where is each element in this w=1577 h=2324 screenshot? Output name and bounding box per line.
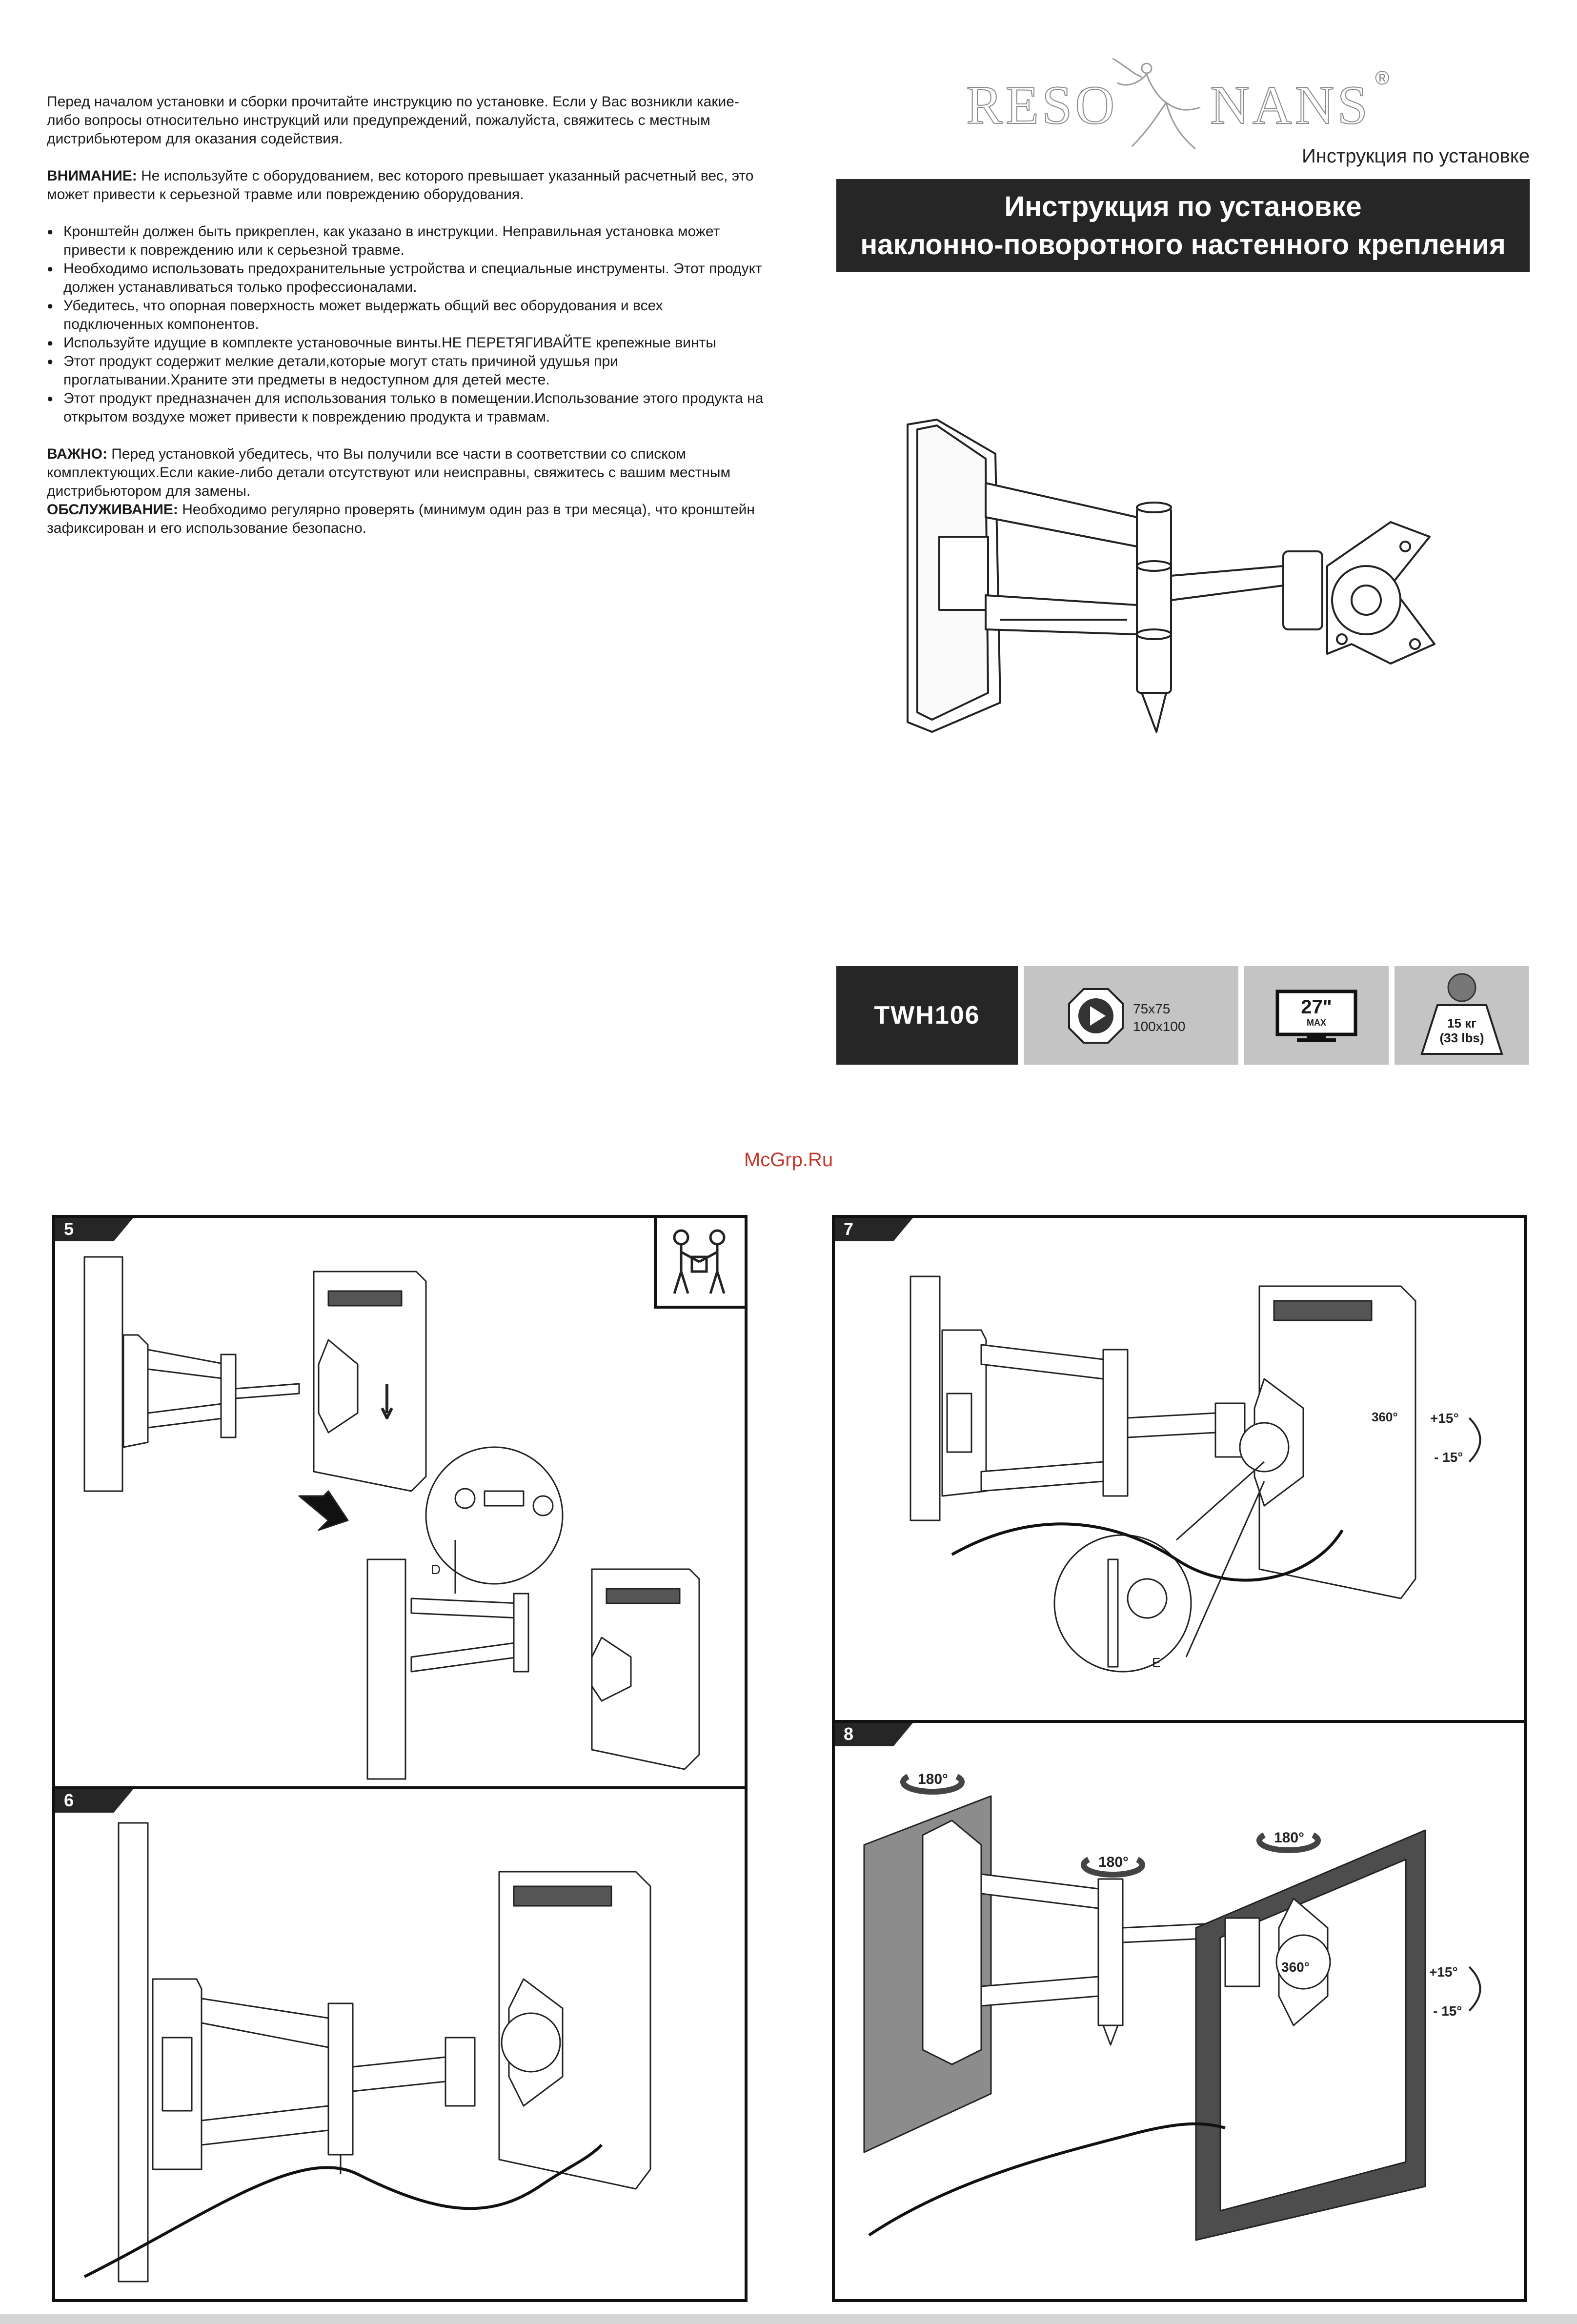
registered-mark: ® [1375, 67, 1390, 89]
step-8-panel: 8 180° 180° 180° 360° +15° - 15° [832, 1720, 1527, 2302]
vesa-spec: 75x75 100x100 [1024, 966, 1238, 1065]
step-number-8: 8 [844, 1724, 854, 1744]
step-tab [55, 1218, 133, 1241]
dancer-logo-icon [1112, 58, 1201, 150]
important-paragraph: ВАЖНО: Перед установкой убедитесь, что В… [47, 445, 764, 501]
brand-right: NANS [1210, 75, 1371, 136]
rotation-360-label: 360° [1281, 1960, 1310, 1975]
warning-paragraph: ВНИМАНИЕ: Не используйте с оборудованием… [47, 167, 764, 204]
steps-5-6-drawing: D [55, 1256, 745, 2283]
vesa-size-2: 100x100 [1133, 1019, 1186, 1034]
monitor-icon [1275, 990, 1357, 1042]
weight-spec: 15 кг (33 lbs) [1395, 966, 1529, 1065]
tilt-up-label: +15° [1429, 1964, 1458, 1980]
warning-label: ВНИМАНИЕ: [47, 168, 137, 184]
rotation-360-label: 360° [1372, 1410, 1398, 1424]
rotation-180-arm: 180° [1098, 1854, 1129, 1870]
steps-5-6-panel: 5 [52, 1215, 748, 2302]
safety-list: Кронштейн должен быть прикреплен, как ук… [47, 222, 764, 426]
tilt-down-label: - 15° [1433, 2003, 1462, 2019]
page-subtitle: Инструкция по установке [1302, 145, 1530, 167]
vesa-size-1: 75x75 [1133, 1001, 1171, 1016]
service-text: Необходимо регулярно проверять (минимум … [47, 502, 755, 536]
step-tab [55, 1789, 133, 1813]
bottom-rule [0, 2314, 1577, 2324]
list-item: Этот продукт предназначен для использова… [47, 389, 764, 426]
service-label: ОБСЛУЖИВАНИЕ: [47, 502, 178, 518]
important-text: Перед установкой убедитесь, что Вы получ… [47, 446, 731, 499]
warning-text: Не используйте с оборудованием, вес кото… [47, 168, 754, 202]
rotation-180-wall: 180° [918, 1771, 948, 1787]
intro-paragraph: Перед началом установки и сборки прочита… [47, 94, 739, 147]
tilt-down-label: - 15° [1434, 1450, 1463, 1465]
model-number: TWH106 [836, 966, 1018, 1065]
rotation-180-head: 180° [1274, 1830, 1304, 1846]
step-tab [835, 1218, 913, 1241]
brand-logo: RESO NANS ® [966, 54, 1405, 151]
tilt-arrow-icon [1468, 1966, 1481, 2012]
step-8-drawing: 180° 180° 180° 360° +15° - 15° [863, 1771, 1481, 2241]
step-number-5: 5 [64, 1219, 74, 1239]
list-item: Используйте идущие в комплекте установоч… [47, 334, 764, 352]
step-number-6: 6 [64, 1790, 74, 1810]
weight-icon [1420, 973, 1503, 1055]
step-number-7: 7 [844, 1219, 854, 1239]
page-title: Инструкция по установке наклонно-поворот… [836, 179, 1530, 272]
list-item: Убедитесь, что опорная поверхность может… [47, 297, 764, 334]
list-item: Необходимо использовать предохранительны… [47, 260, 764, 297]
part-label-e: E [1152, 1655, 1160, 1670]
service-paragraph: ОБСЛУЖИВАНИЕ: Необходимо регулярно прове… [47, 501, 764, 538]
step-7-panel: 7 360° +15° - 15° E [832, 1215, 1527, 1723]
list-item: Кронштейн должен быть прикреплен, как ук… [47, 222, 764, 260]
intro-text: Перед началом установки и сборки прочита… [47, 93, 764, 538]
weight-lbs: (33 lbs) [1439, 1031, 1484, 1045]
vesa-pattern-icon [1068, 988, 1124, 1044]
mount-product-drawing [907, 419, 1435, 733]
step-7-drawing: 360° +15° - 15° E [910, 1275, 1481, 1673]
title-line-1: Инструкция по установке [1004, 191, 1362, 222]
brand-left: RESO [966, 75, 1118, 136]
screen-size-spec: 27" MAX [1244, 966, 1389, 1065]
rotation-arrows-icon [900, 1774, 1321, 1878]
two-person-box [654, 1218, 745, 1309]
important-label: ВАЖНО: [47, 446, 107, 462]
step-tab [835, 1723, 913, 1746]
tilt-arrow-icon [1468, 1417, 1481, 1463]
watermark: McGrp.Ru [744, 1149, 833, 1171]
part-label-d: D [431, 1562, 441, 1577]
list-item: Этот продукт содержит мелкие детали,кото… [47, 352, 764, 389]
weight-kg: 15 кг [1447, 1016, 1476, 1031]
title-line-2: наклонно-поворотного настенного креплени… [860, 229, 1506, 261]
two-person-install-icon [673, 1229, 726, 1294]
tilt-up-label: +15° [1430, 1411, 1459, 1426]
screen-size-max: MAX [1307, 1018, 1326, 1028]
screen-size-value: 27" [1301, 996, 1332, 1018]
